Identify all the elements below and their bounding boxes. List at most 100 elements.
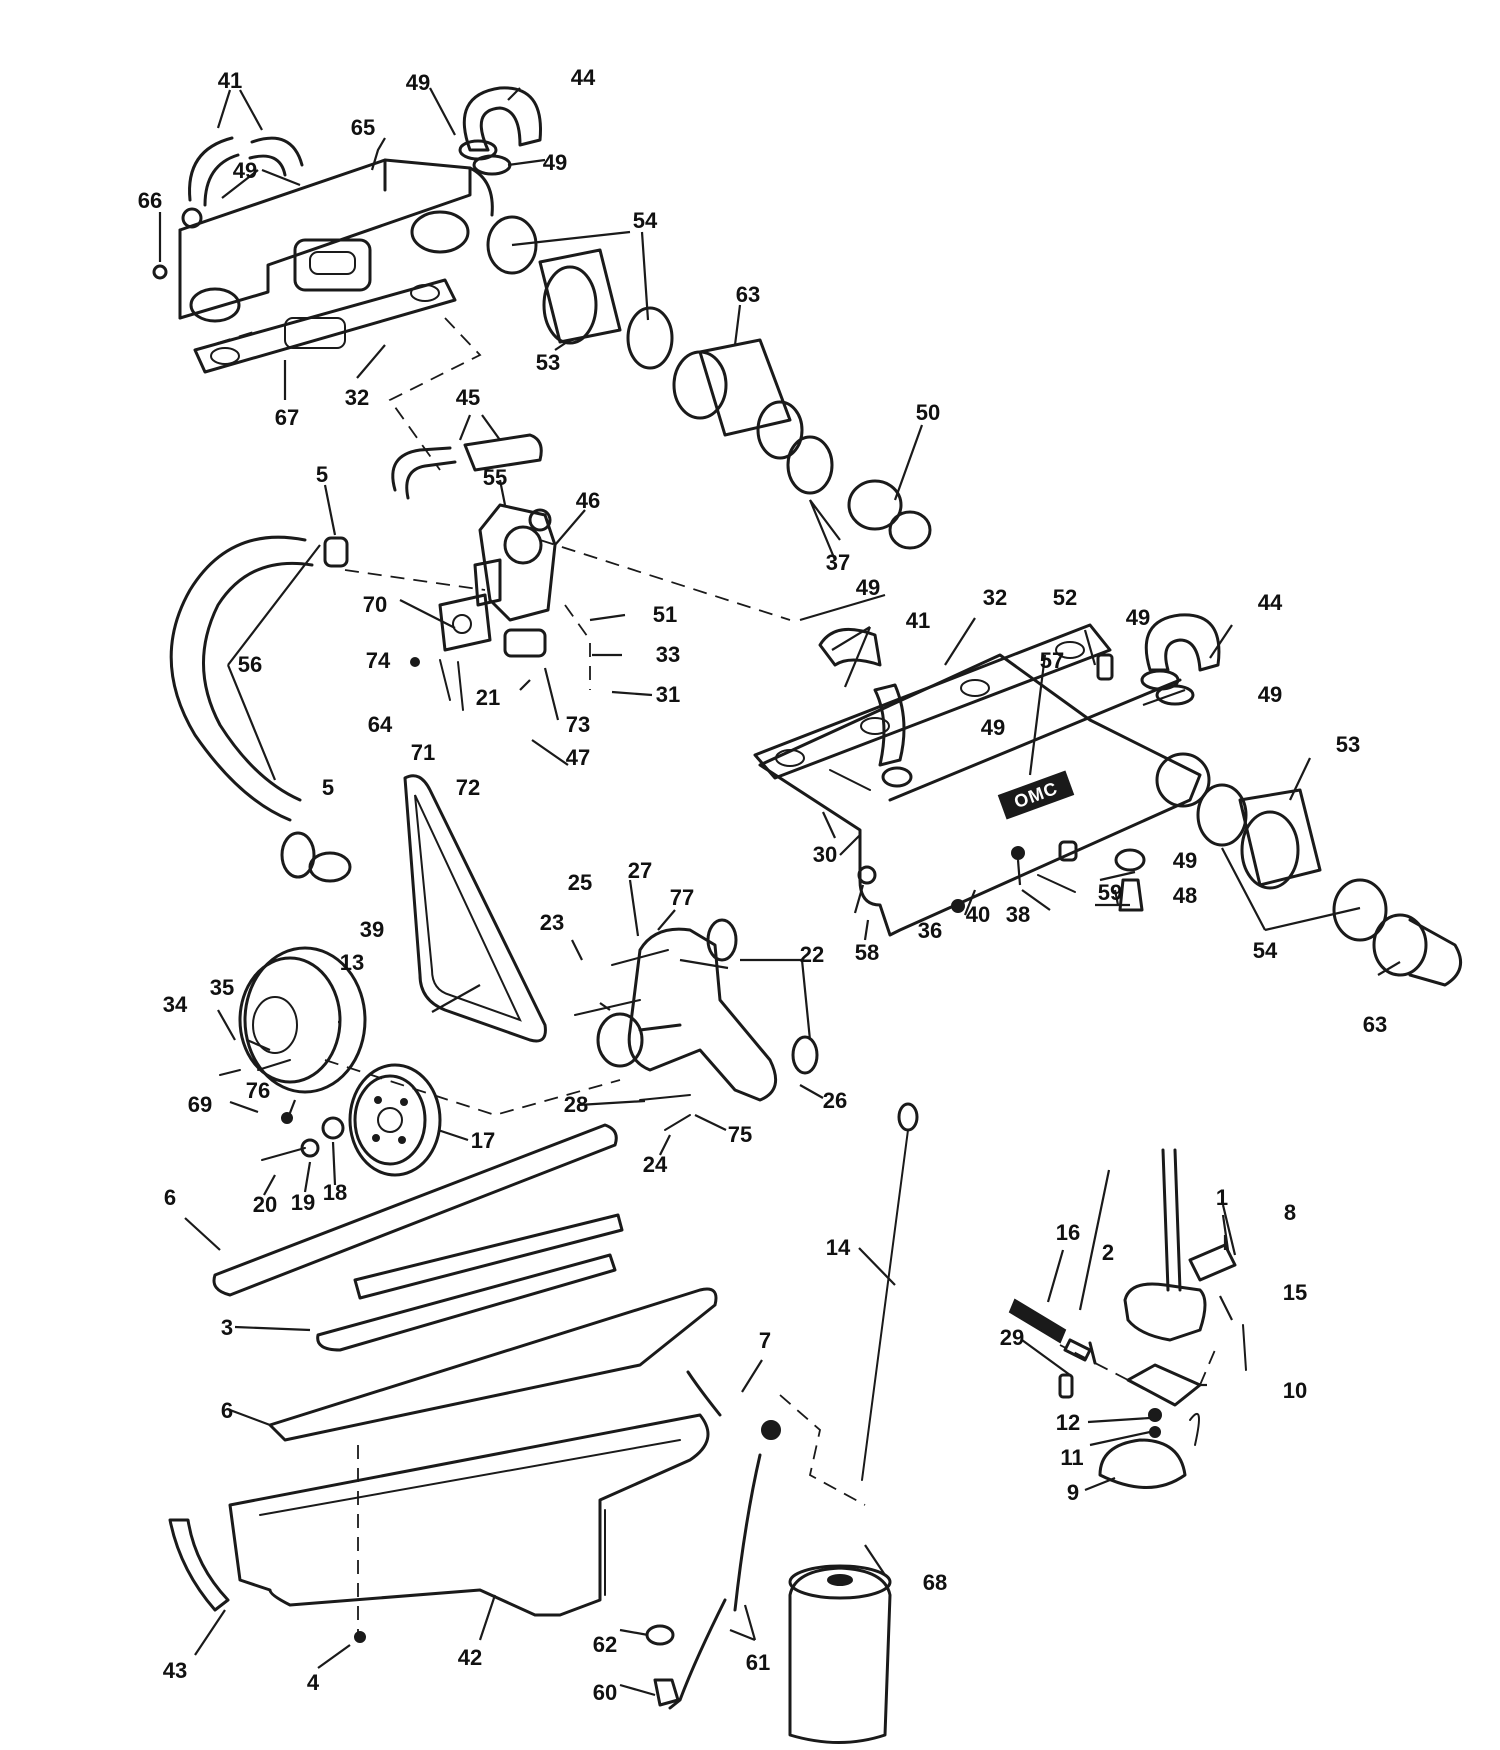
callout-69: 69 — [188, 1092, 212, 1117]
leader-lines — [158, 87, 1401, 1697]
callout-57: 57 — [1040, 648, 1064, 673]
callout-1: 1 — [1216, 1185, 1228, 1210]
callout-73: 73 — [566, 712, 590, 737]
callout-53-lower: 53 — [1336, 732, 1360, 757]
callout-71: 71 — [411, 740, 435, 765]
callout-60: 60 — [593, 1680, 617, 1705]
callout-16: 16 — [1056, 1220, 1080, 1245]
oil-filter — [645, 1564, 892, 1744]
callout-32-lower: 32 — [983, 585, 1007, 610]
callout-59: 59 — [1098, 880, 1122, 905]
callout-50: 50 — [916, 400, 940, 425]
callout-77: 77 — [670, 885, 694, 910]
callout-49-mid-a: 49 — [856, 575, 880, 600]
parts-drawing: OMC — [152, 86, 1463, 1744]
thermostat-housing — [391, 433, 557, 658]
callout-41-lower: 41 — [906, 608, 930, 633]
callout-42: 42 — [458, 1645, 482, 1670]
callout-46: 46 — [576, 488, 600, 513]
callout-3: 3 — [221, 1315, 233, 1340]
callout-2: 2 — [1102, 1240, 1114, 1265]
callout-74: 74 — [366, 648, 391, 673]
callout-6-upper: 6 — [164, 1185, 176, 1210]
callout-56: 56 — [238, 652, 262, 677]
callout-44-lower: 44 — [1258, 590, 1283, 615]
assembly-lines — [194, 317, 1216, 1386]
callout-23: 23 — [540, 910, 564, 935]
callout-53-upper: 53 — [536, 350, 560, 375]
callout-58: 58 — [855, 940, 879, 965]
callout-30: 30 — [813, 842, 837, 867]
callout-47: 47 — [566, 745, 590, 770]
bypass-hose — [169, 535, 352, 883]
exhaust-manifold-lower: OMC — [753, 623, 1211, 937]
callout-67: 67 — [275, 405, 299, 430]
lower-hoses — [818, 613, 1221, 913]
callout-17: 17 — [471, 1128, 495, 1153]
callout-76: 76 — [246, 1078, 270, 1103]
control-block — [410, 593, 492, 711]
callout-63-upper: 63 — [736, 282, 760, 307]
exhaust-manifold-upper — [152, 158, 494, 323]
callout-35: 35 — [210, 975, 234, 1000]
callout-6-lower: 6 — [221, 1398, 233, 1423]
callout-12: 12 — [1056, 1410, 1080, 1435]
callout-62: 62 — [593, 1632, 617, 1657]
callout-54-lower: 54 — [1253, 938, 1278, 963]
oil-pan-assembly — [168, 1123, 722, 1643]
callout-13: 13 — [340, 950, 364, 975]
callout-34: 34 — [163, 992, 188, 1017]
callout-5-lower: 5 — [322, 775, 334, 800]
callout-10: 10 — [1283, 1378, 1307, 1403]
exhaust-pipe-chain-upper — [486, 215, 932, 550]
callout-21: 21 — [476, 685, 500, 710]
callout-5-upper: 5 — [316, 462, 328, 487]
water-pump — [596, 918, 819, 1102]
callout-64: 64 — [368, 712, 393, 737]
callout-27: 27 — [628, 858, 652, 883]
callout-70: 70 — [363, 592, 387, 617]
callout-22: 22 — [800, 942, 824, 967]
callout-38: 38 — [1006, 902, 1030, 927]
callout-48: 48 — [1173, 883, 1197, 908]
callout-44-upper: 44 — [571, 65, 596, 90]
crank-pulley — [348, 1063, 442, 1177]
callout-65: 65 — [351, 115, 375, 140]
callout-7: 7 — [759, 1328, 771, 1353]
callout-36: 36 — [918, 918, 942, 943]
drive-belt — [403, 774, 547, 1043]
callout-28: 28 — [564, 1092, 588, 1117]
callout-29: 29 — [1000, 1325, 1024, 1350]
callout-40: 40 — [966, 902, 990, 927]
callout-51: 51 — [653, 602, 677, 627]
callout-11: 11 — [1060, 1445, 1083, 1470]
callout-18: 18 — [323, 1180, 347, 1205]
callout-49-upper-b: 49 — [543, 150, 567, 175]
callout-26: 26 — [823, 1088, 847, 1113]
callout-63-lower: 63 — [1363, 1012, 1387, 1037]
callout-24: 24 — [643, 1152, 668, 1177]
callout-14: 14 — [826, 1235, 851, 1260]
callout-31: 31 — [656, 682, 680, 707]
callout-37: 37 — [826, 550, 850, 575]
oil-pump — [1008, 1148, 1247, 1489]
callout-19: 19 — [291, 1190, 315, 1215]
callout-43: 43 — [163, 1658, 187, 1683]
callout-49-lower-b: 49 — [1258, 682, 1282, 707]
callout-68: 68 — [923, 1570, 947, 1595]
callout-49-lower-c: 49 — [981, 715, 1005, 740]
callout-54-upper: 54 — [633, 208, 658, 233]
callout-15: 15 — [1283, 1280, 1307, 1305]
callout-20: 20 — [253, 1192, 277, 1217]
callout-41-upper: 41 — [218, 68, 242, 93]
callout-49-upper-a: 49 — [406, 70, 430, 95]
callout-49-lower-a: 49 — [1126, 605, 1150, 630]
callout-75: 75 — [728, 1122, 752, 1147]
callout-8: 8 — [1284, 1200, 1296, 1225]
callout-61: 61 — [746, 1650, 770, 1675]
callout-labels: 41 49 44 65 49 49 66 54 63 53 67 32 50 4… — [138, 65, 1387, 1705]
callout-45: 45 — [456, 385, 480, 410]
callout-33: 33 — [656, 642, 680, 667]
callout-49-upper-c: 49 — [233, 158, 257, 183]
